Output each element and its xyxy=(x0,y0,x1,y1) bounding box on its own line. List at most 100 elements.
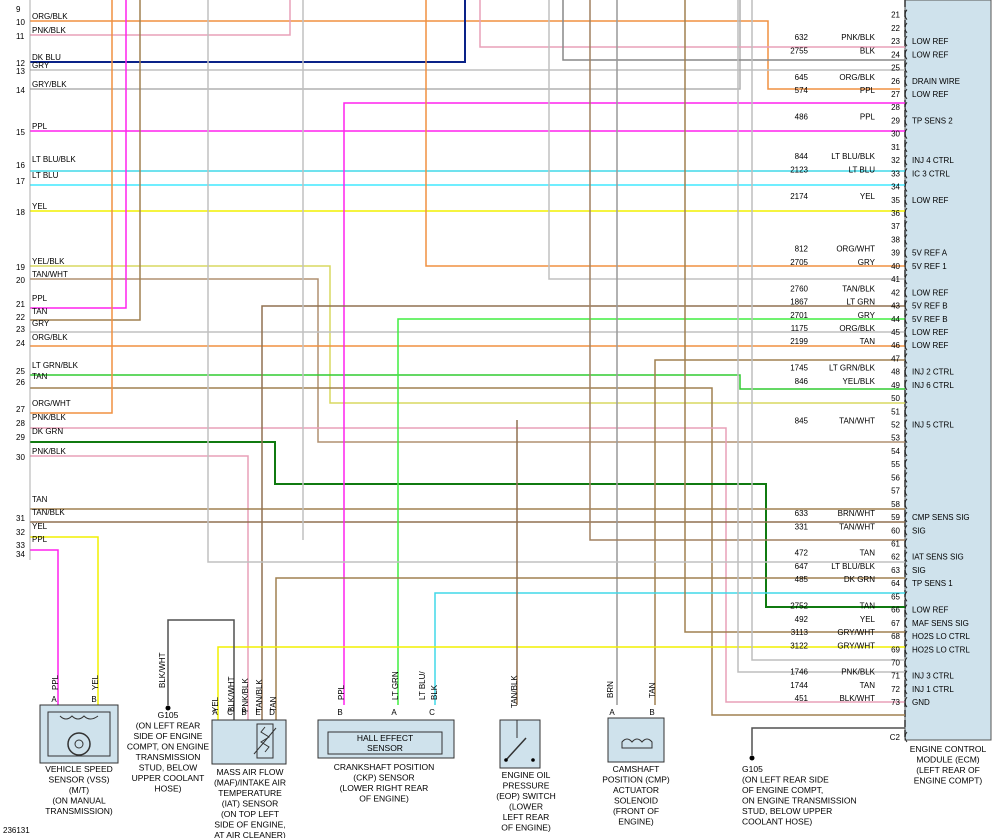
ground-wire-label: BLK/WHT xyxy=(158,652,167,688)
ecm-signal-name: TP SENS 1 xyxy=(912,579,953,588)
ecm-signal-name: IAT SENS SIG xyxy=(912,553,964,562)
pin-terminal xyxy=(904,115,908,126)
component-caption: PRESSURE xyxy=(503,781,550,791)
ecm-signal-name: LOW REF xyxy=(912,196,949,205)
wire-org-blk xyxy=(30,20,900,90)
ecm-pin-73: 73 xyxy=(891,698,900,707)
pin-wire-label: TAN xyxy=(269,696,278,712)
circuit-number: 574 xyxy=(795,86,809,95)
vss-sensor-body xyxy=(39,704,119,764)
wire-color-label: TAN/WHT xyxy=(839,417,875,426)
vss-rotor-icon xyxy=(67,732,91,756)
ecm-pin-45: 45 xyxy=(891,328,900,337)
left-wire-label: YEL xyxy=(32,522,48,531)
ecm-pin-47: 47 xyxy=(891,354,900,363)
component-caption: CRANKSHAFT POSITION xyxy=(334,762,434,772)
circuit-number: 331 xyxy=(795,522,809,531)
wire-yel xyxy=(217,646,905,720)
ecm-pin-63: 63 xyxy=(891,566,900,575)
circuit-number: 645 xyxy=(795,73,809,82)
ecm-pin-41: 41 xyxy=(891,275,900,284)
hall-effect-title: SENSOR xyxy=(367,743,403,753)
left-wire-label: YEL/BLK xyxy=(32,257,65,266)
ecm-pin-54: 54 xyxy=(891,447,900,456)
wire-tan xyxy=(275,577,905,720)
wire-color-label: LT BLU/BLK xyxy=(831,562,875,571)
ecm-pin-50: 50 xyxy=(891,394,900,403)
left-wire-label: DK GRN xyxy=(32,427,63,436)
component-caption: MASS AIR FLOW xyxy=(216,767,283,777)
component-caption: AT AIR CLEANER) xyxy=(214,830,286,838)
pin-terminal xyxy=(904,458,908,470)
circuit-number: 472 xyxy=(795,549,809,558)
left-pin-11: 11 xyxy=(16,32,25,41)
left-wire-label: PPL xyxy=(32,535,48,544)
wire-color-label: LT BLU xyxy=(849,165,876,174)
wire-tan xyxy=(654,359,905,705)
ecm-pin-26: 26 xyxy=(891,77,900,86)
left-pin-33: 33 xyxy=(16,541,25,550)
ground-icon xyxy=(165,705,171,711)
left-pin-23: 23 xyxy=(16,325,25,334)
pin-terminal xyxy=(904,207,908,219)
wire-tan-wht xyxy=(30,278,905,443)
left-wire-label: PPL xyxy=(32,122,48,131)
diagram-id: 236131 xyxy=(3,826,30,835)
pin-terminal xyxy=(904,419,908,430)
pin-letter: A xyxy=(609,708,615,717)
ecm-pin-59: 59 xyxy=(891,513,900,522)
component-caption: (IAT) SENSOR xyxy=(222,799,279,809)
component-caption: UPPER COOLANT xyxy=(132,773,205,783)
left-wire-label: ORG/BLK xyxy=(32,333,68,342)
ecm-pin-22: 22 xyxy=(891,24,900,33)
wire-color-label: LT GRN xyxy=(846,298,875,307)
circuit-number: 1744 xyxy=(790,681,808,690)
ecm-pin-51: 51 xyxy=(891,407,900,416)
ecm-signal-name: GND xyxy=(912,698,930,707)
left-pin-13: 13 xyxy=(16,67,25,76)
pin-letter: C xyxy=(429,708,435,717)
pin-terminal xyxy=(904,432,908,444)
component-caption: LEFT REAR xyxy=(503,812,550,822)
left-wire-label: TAN xyxy=(32,495,48,504)
left-wire-label: PNK/BLK xyxy=(32,447,66,456)
left-wire-label: PNK/BLK xyxy=(32,26,66,35)
ecm-pin-25: 25 xyxy=(891,64,900,73)
wire-dk-blu xyxy=(30,0,466,63)
component-caption: ON ENGINE TRANSMISSION xyxy=(742,796,857,806)
component-caption: TRANSMISSION) xyxy=(45,806,113,816)
pin-terminal xyxy=(904,696,908,708)
pin-wire-label: TAN/BLK xyxy=(510,675,519,708)
pin-wire-label: TAN xyxy=(648,682,657,698)
wire-color-label: YEL/BLK xyxy=(843,377,876,386)
left-wire-label: GRY xyxy=(32,319,50,328)
left-pin-29: 29 xyxy=(16,433,25,442)
wire-color-label: GRY/WHT xyxy=(837,641,875,650)
wire-dk-grn xyxy=(30,441,905,608)
component-caption: VEHICLE SPEED xyxy=(45,764,113,774)
pin-terminal xyxy=(904,194,908,206)
left-wire-label: TAN/WHT xyxy=(32,270,68,279)
left-wire-label: YEL xyxy=(32,202,48,211)
left-pin-21: 21 xyxy=(16,300,25,309)
pin-terminal xyxy=(904,379,908,391)
left-pin-18: 18 xyxy=(16,208,25,217)
ecm-pin-21: 21 xyxy=(891,11,900,20)
left-wire-label: LT BLU/BLK xyxy=(32,155,76,164)
pin-terminal xyxy=(904,220,908,232)
component-caption: G105 xyxy=(158,710,179,720)
left-pin-16: 16 xyxy=(16,161,25,170)
component-caption: ENGINE) xyxy=(618,817,654,827)
component-caption: SENSOR (VSS) xyxy=(49,775,110,785)
wire-color-label: TAN xyxy=(860,549,876,558)
component-caption: MODULE (ECM) xyxy=(916,755,979,765)
wire-org-wht xyxy=(30,0,113,414)
ecm-signal-name: LOW REF xyxy=(912,341,949,350)
ecm-pin-29: 29 xyxy=(891,116,900,125)
wire-color-label: BLK xyxy=(860,46,876,55)
circuit-number: 2701 xyxy=(790,311,808,320)
wire-color-label: LT GRN/BLK xyxy=(829,364,876,373)
ecm-pin-24: 24 xyxy=(891,50,900,59)
